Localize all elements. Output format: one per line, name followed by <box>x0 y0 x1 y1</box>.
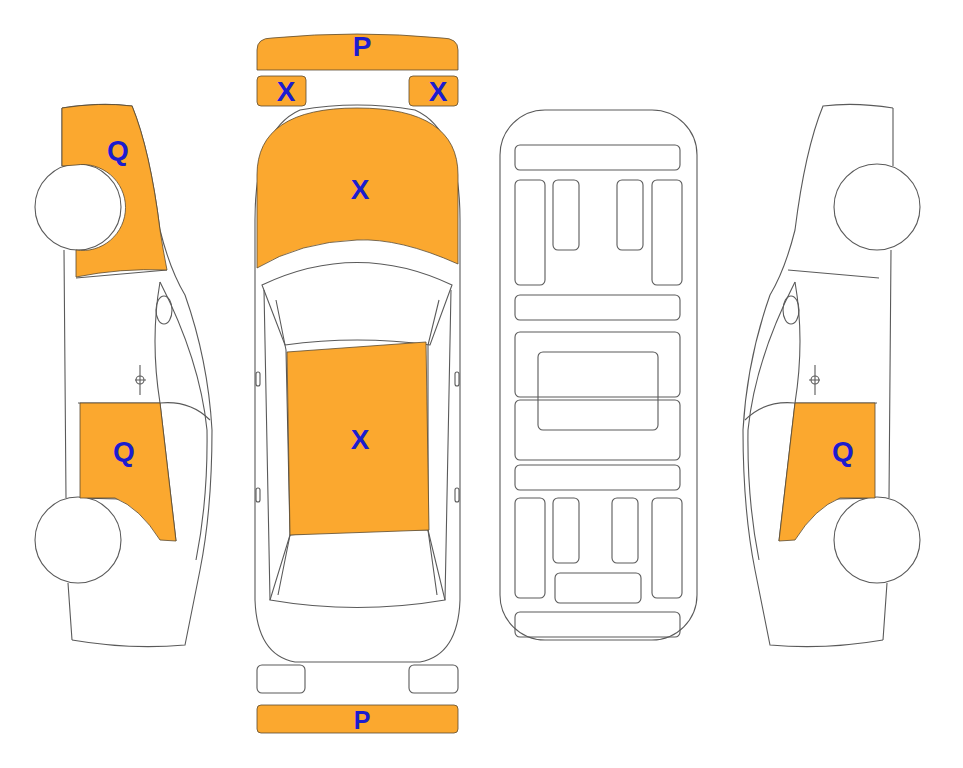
damage-area: X <box>257 76 306 106</box>
damage-area-shape <box>78 403 177 542</box>
underside-panel <box>515 332 680 397</box>
underside-panel <box>553 498 579 563</box>
damage-area: Q <box>60 102 170 280</box>
damage-code: P <box>354 708 371 733</box>
damage-code: Q <box>832 438 854 466</box>
damage-area: X <box>285 342 430 536</box>
damage-fill <box>257 34 458 70</box>
damage-area: Q <box>778 403 877 542</box>
underside-panel <box>515 498 545 598</box>
damage-fill <box>80 403 176 541</box>
damage-area-shape <box>778 403 877 542</box>
underside-panel <box>612 498 638 563</box>
underside-panel <box>515 612 680 637</box>
damage-area: P <box>257 33 458 71</box>
left-side-view <box>35 104 212 646</box>
underside-panel <box>515 295 680 320</box>
top-view <box>255 105 460 693</box>
damage-area-shape <box>60 102 170 280</box>
damage-code: P <box>353 33 372 61</box>
damage-fill <box>257 76 306 106</box>
damage-area: Q <box>78 403 177 542</box>
underside-view <box>500 110 697 640</box>
damage-area: X <box>257 106 458 270</box>
underside-panel <box>553 180 579 250</box>
damage-code: Q <box>113 438 135 466</box>
underside-panel <box>617 180 643 250</box>
underside-panel <box>515 400 680 460</box>
damage-area: X <box>409 76 458 106</box>
damage-fill <box>62 104 167 277</box>
damage-area: P <box>257 705 458 733</box>
damage-code: X <box>429 78 448 106</box>
underside-panel <box>652 498 682 598</box>
damage-fill <box>257 705 458 733</box>
underside-panel <box>515 145 680 170</box>
damage-fill <box>287 342 429 535</box>
damage-fill <box>257 108 458 268</box>
damage-code: Q <box>107 137 129 165</box>
damage-fill <box>779 403 875 541</box>
underside-panel <box>515 465 680 490</box>
right-side-view <box>743 104 920 646</box>
underside-panel <box>515 180 545 285</box>
damage-code: X <box>351 426 370 454</box>
damage-code: X <box>277 78 296 106</box>
damage-fill <box>409 76 458 106</box>
damage-code: X <box>351 176 370 204</box>
underside-panel <box>555 573 641 603</box>
underside-panel <box>652 180 682 285</box>
underside-panel <box>538 352 658 430</box>
